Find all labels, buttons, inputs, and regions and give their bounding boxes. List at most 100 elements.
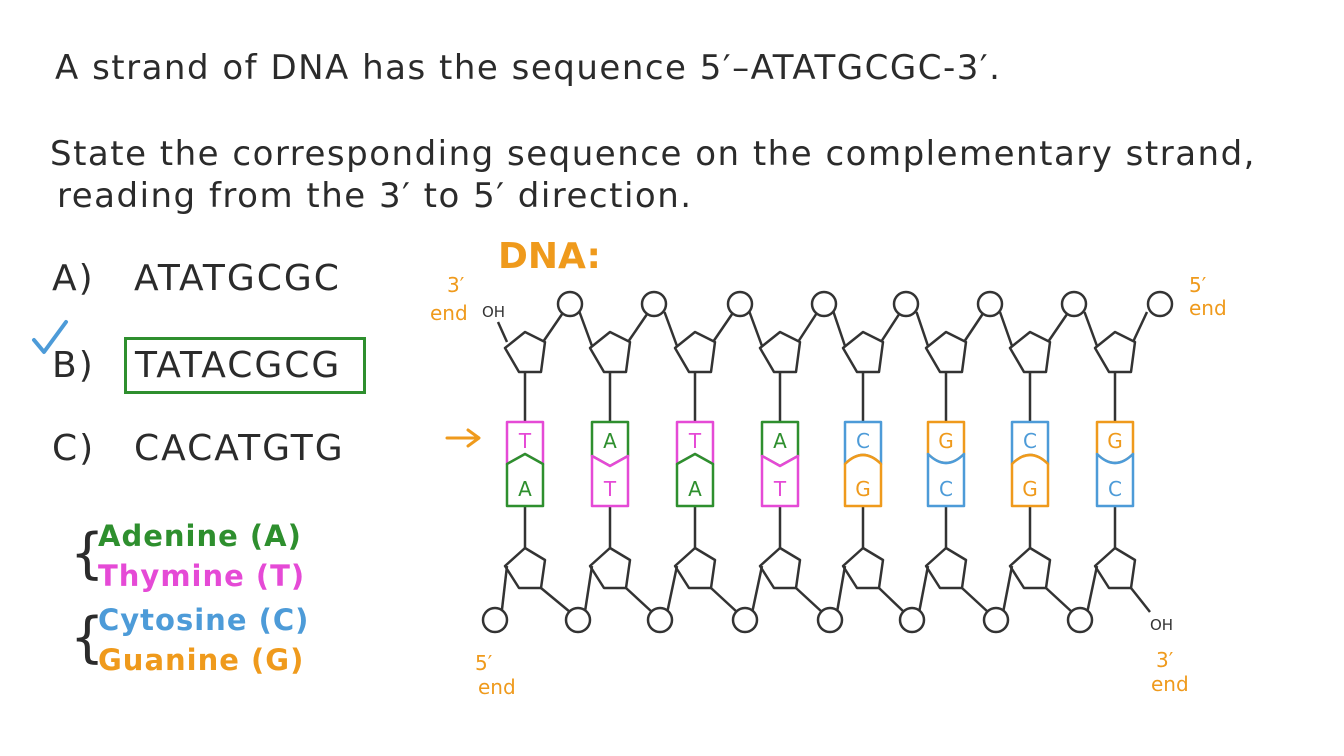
legend-cytosine: Cytosine (C)	[98, 603, 310, 637]
top-bond	[1083, 311, 1099, 347]
top-sugar	[1093, 330, 1137, 374]
top-bond	[879, 311, 902, 343]
option-a-text: ATATGCGC	[134, 258, 341, 299]
check-icon	[32, 320, 68, 354]
bottom-sugar	[924, 546, 968, 590]
top-base-letter: C	[856, 429, 870, 453]
top-phosphate	[810, 290, 838, 318]
bottom-base-box	[760, 454, 800, 508]
option-c-letter: C)	[52, 428, 96, 469]
top-base-letter: G	[1107, 429, 1123, 453]
bottom-oh-bond	[1130, 587, 1151, 613]
question-line-3: reading from the 3′ to 5′ direction.	[57, 176, 693, 216]
top-base-letter: A	[773, 429, 787, 453]
legend-purines-pair: { Adenine (A) Thymine (T)	[70, 516, 305, 596]
bottom-base-letter: A	[688, 477, 702, 501]
top-bond	[1046, 311, 1070, 343]
top-base-letter: G	[938, 429, 954, 453]
bottom-bond	[540, 587, 571, 613]
top-sugar	[841, 330, 885, 374]
label-top-right-prime: 5′	[1189, 273, 1207, 297]
bottom-base-box	[843, 453, 883, 508]
bottom-bond	[961, 587, 989, 613]
top-base-letter: T	[688, 429, 702, 453]
bottom-sugar	[588, 546, 632, 590]
option-a[interactable]: A) ATATGCGC	[52, 258, 341, 299]
top-base-letter: T	[518, 429, 532, 453]
bottom-phosphate	[564, 606, 592, 634]
label-bottom-right-end: end	[1151, 672, 1189, 696]
top-bond	[578, 311, 594, 347]
bottom-base-box	[675, 452, 715, 508]
legend-adenine: Adenine (A)	[98, 519, 302, 553]
bottom-base-box	[1010, 453, 1050, 508]
bottom-sugar	[503, 546, 547, 590]
top-bond	[626, 311, 650, 343]
legend-pyrimidines-pair: { Cytosine (C) Guanine (G)	[70, 600, 309, 680]
top-sugar	[588, 330, 632, 374]
top-bond	[796, 311, 819, 343]
bottom-bond	[795, 587, 823, 613]
option-b[interactable]: B) TATACGCG	[52, 337, 367, 394]
top-base-letter: A	[603, 429, 617, 453]
top-bond	[915, 311, 930, 347]
bottom-phosphate	[816, 606, 844, 634]
bottom-phosphate	[1066, 606, 1094, 634]
label-top-left-end: end	[430, 301, 468, 325]
label-bottom-oh: OH	[1150, 616, 1173, 634]
top-phosphate	[556, 290, 584, 318]
option-b-answer-box: TATACGCG	[124, 337, 367, 394]
top-bond	[541, 311, 565, 343]
top-sugar	[924, 330, 968, 374]
bottom-bond	[1045, 587, 1073, 613]
bottom-bond	[625, 587, 653, 613]
top-phosphate	[1060, 290, 1088, 318]
label-top-oh: OH	[482, 303, 505, 321]
bottom-sugar	[1008, 546, 1052, 590]
bottom-base-box	[926, 452, 966, 508]
top-bond	[711, 311, 735, 343]
bottom-sugar	[758, 546, 802, 590]
bottom-base-letter: C	[1108, 477, 1122, 501]
label-top-right-end: end	[1189, 296, 1227, 320]
option-c[interactable]: C) CACATGTG	[52, 428, 345, 469]
top-bond	[832, 311, 847, 347]
legend-guanine: Guanine (G)	[98, 643, 305, 677]
top-base-letter: C	[1023, 429, 1037, 453]
brace-icon: {	[70, 522, 106, 585]
bottom-bond	[878, 587, 905, 613]
bottom-sugar	[841, 546, 885, 590]
top-sugar	[503, 330, 547, 374]
label-top-left-prime: 3′	[447, 273, 465, 297]
top-bond	[1131, 311, 1149, 343]
top-phosphate	[892, 290, 920, 318]
top-sugar	[1008, 330, 1052, 374]
bottom-phosphate	[646, 606, 674, 634]
bottom-base-letter: T	[603, 477, 617, 501]
bottom-phosphate	[898, 606, 926, 634]
top-phosphate	[726, 290, 754, 318]
bottom-base-letter: C	[939, 477, 953, 501]
bottom-phosphate	[982, 606, 1010, 634]
bottom-base-letter: G	[1022, 477, 1038, 501]
top-phosphate	[1146, 290, 1174, 318]
arrow-icon	[445, 428, 481, 448]
bottom-base-letter: A	[518, 477, 532, 501]
top-phosphate	[640, 290, 668, 318]
option-c-text: CACATGTG	[134, 428, 345, 469]
bottom-base-box	[1095, 452, 1135, 508]
label-bottom-left-prime: 5′	[475, 651, 493, 675]
option-b-letter: B)	[52, 345, 95, 386]
bottom-base-letter: T	[773, 477, 787, 501]
bottom-phosphate	[731, 606, 759, 634]
top-bond	[748, 311, 764, 347]
diagram-title: DNA:	[498, 236, 601, 277]
question-line-1: A strand of DNA has the sequence 5′–ATAT…	[55, 48, 1002, 88]
question-line-2: State the corresponding sequence on the …	[50, 134, 1256, 174]
label-bottom-left-end: end	[478, 675, 516, 699]
bottom-sugar	[673, 546, 717, 590]
bottom-sugar	[1093, 546, 1137, 590]
top-bond	[962, 311, 986, 343]
